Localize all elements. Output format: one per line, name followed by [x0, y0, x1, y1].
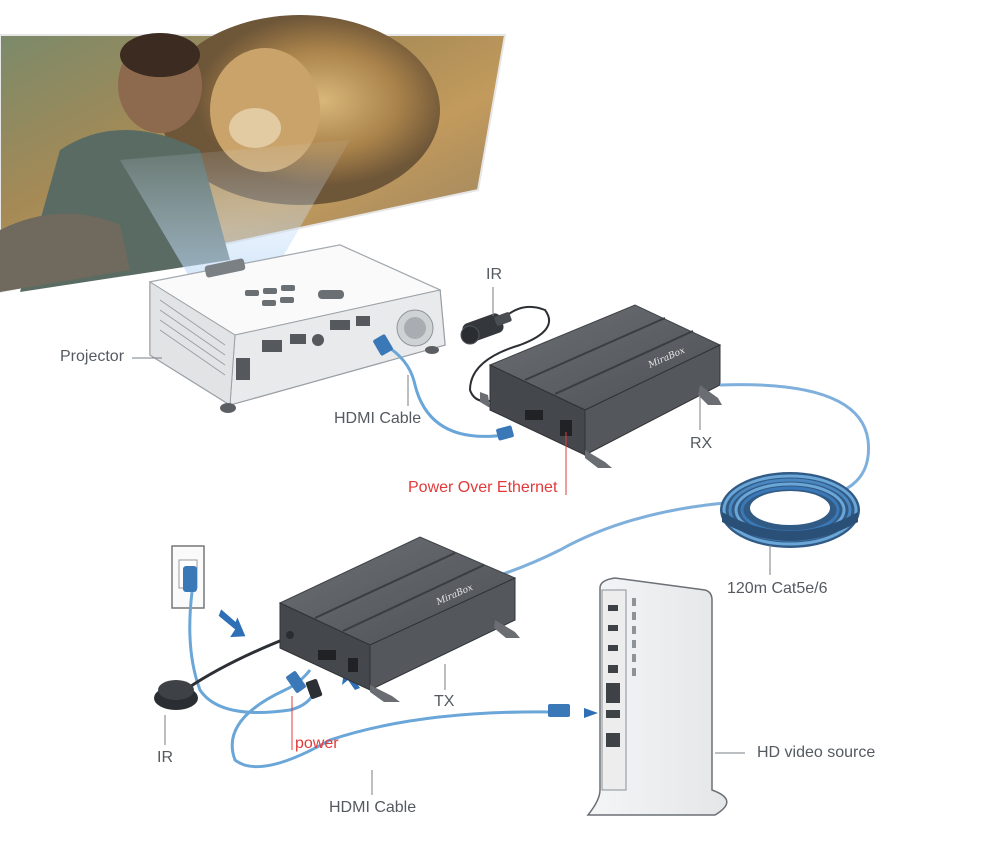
- hdmi-cable-bottom: [230, 669, 556, 769]
- arrow-icon: [584, 708, 598, 718]
- power-plug: [305, 679, 323, 699]
- projector-device: [148, 244, 446, 413]
- pc-tower: [586, 577, 728, 816]
- projection-beam: [120, 140, 350, 278]
- cable-coil: [720, 472, 860, 548]
- ir-sensor-top: [460, 306, 551, 403]
- hdmi-cable-top: [384, 343, 506, 438]
- label-projector: Projector: [60, 348, 125, 365]
- label-hd-video-source: HD video source: [757, 744, 876, 761]
- label-power-over-ethernet: Power Over Ethernet: [408, 479, 558, 496]
- hdmi-plug-bottom-2: [286, 671, 306, 693]
- label-rx: RX: [690, 435, 713, 452]
- arrow-icon: [218, 609, 246, 638]
- hdmi-plug-top-1: [373, 334, 393, 356]
- label-power: power: [295, 735, 339, 752]
- hdmi-plug-top-2: [496, 425, 514, 441]
- wall-outlet: [171, 545, 205, 609]
- label-ir-bottom: IR: [157, 749, 173, 766]
- power-cable: [188, 591, 317, 714]
- tx-extender-box: MiraBox: [278, 536, 520, 702]
- label-cable-spec: 120m Cat5e/6: [727, 580, 828, 597]
- label-ir-top: IR: [486, 266, 502, 283]
- label-tx: TX: [434, 693, 455, 710]
- hdmi-plug-bottom-1: [548, 704, 570, 717]
- label-hdmi-cable-bottom: HDMI Cable: [329, 799, 417, 816]
- label-hdmi-cable-top: HDMI Cable: [334, 410, 422, 427]
- rx-extender-box: MiraBox: [480, 304, 722, 468]
- ir-sensor-bottom: [154, 633, 296, 710]
